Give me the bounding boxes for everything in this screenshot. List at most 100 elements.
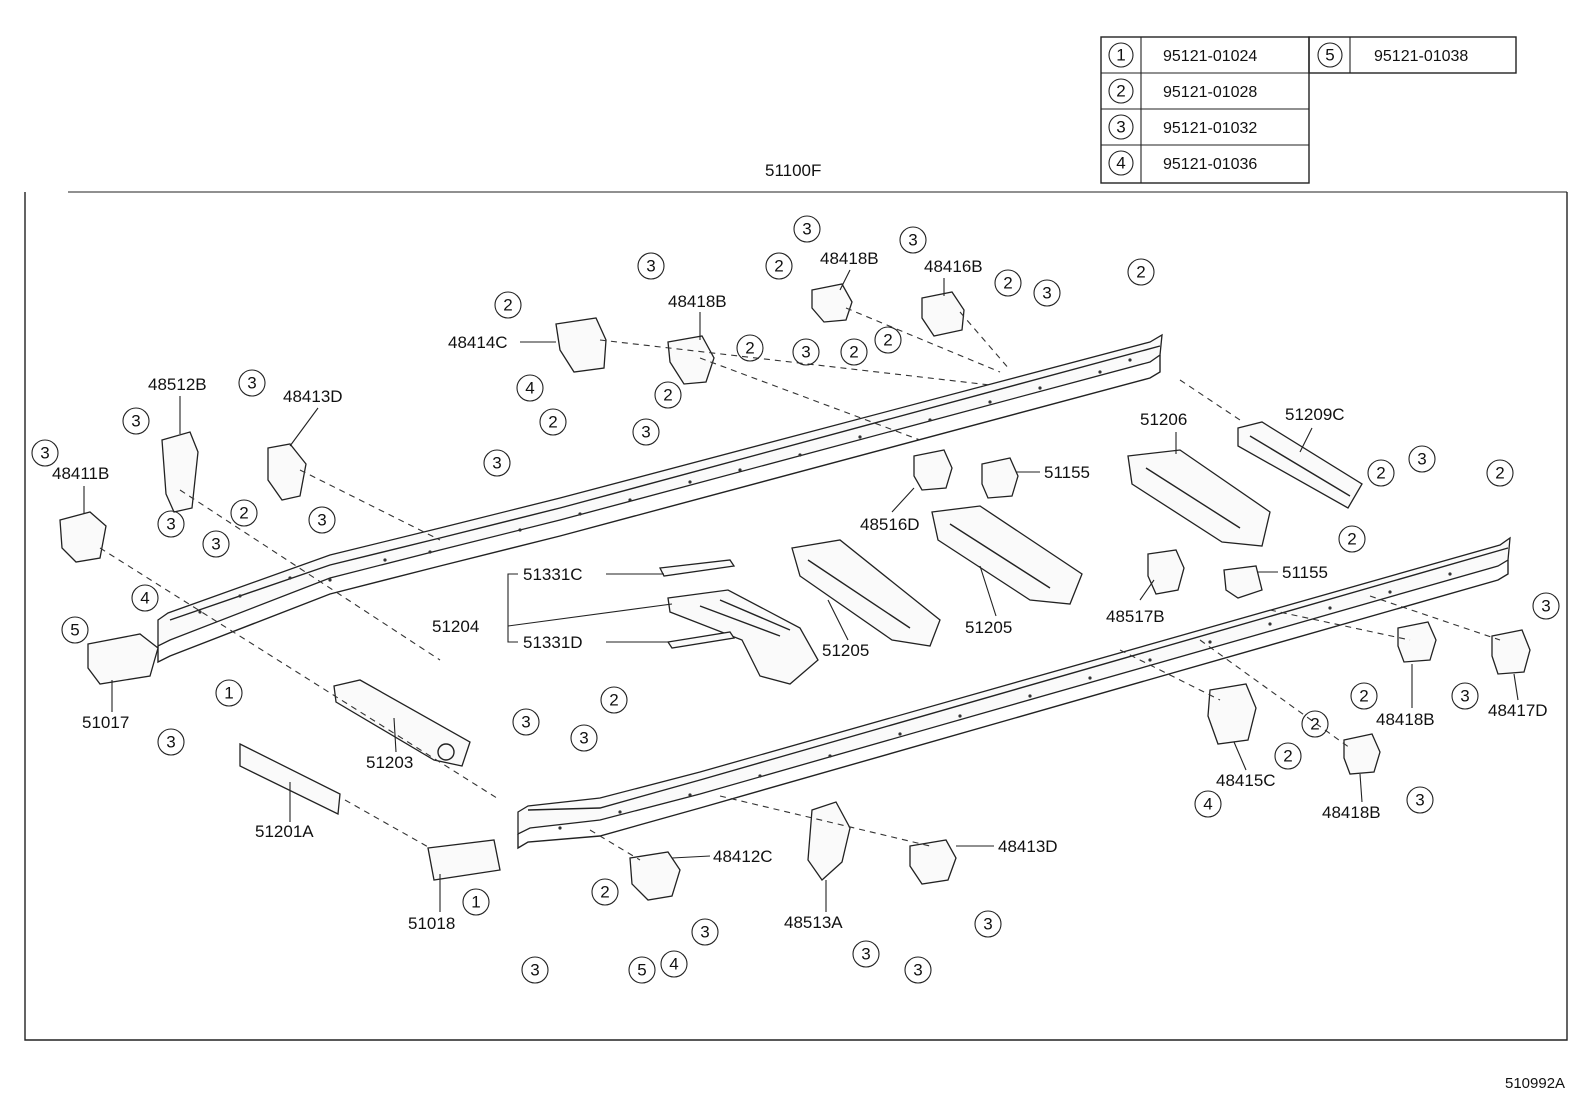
bracket-48416B bbox=[921, 291, 965, 337]
callout-2-c: 2 bbox=[994, 269, 1022, 297]
svg-text:2: 2 bbox=[745, 339, 754, 358]
svg-text:3: 3 bbox=[166, 733, 175, 752]
label-48413D-a: 48413D bbox=[283, 387, 343, 406]
svg-text:1: 1 bbox=[471, 893, 480, 912]
crossmember-51205-b bbox=[931, 505, 1083, 605]
callout-3-a: 3 bbox=[637, 252, 665, 280]
label-48416B: 48416B bbox=[924, 257, 983, 276]
label-51155-a: 51155 bbox=[1044, 463, 1090, 482]
legend-part-1: 95121-01024 bbox=[1163, 48, 1257, 65]
crossmember-51204 bbox=[667, 589, 819, 685]
assembly-label: 51100F bbox=[765, 161, 821, 180]
callout-2-m: 2 bbox=[1367, 459, 1395, 487]
callout-3-h: 3 bbox=[238, 369, 266, 397]
svg-text:3: 3 bbox=[1541, 597, 1550, 616]
callout-4-d: 4 bbox=[1194, 790, 1222, 818]
label-51205-a: 51205 bbox=[822, 641, 869, 660]
legend-part-5: 95121-01038 bbox=[1374, 48, 1468, 65]
svg-text:3: 3 bbox=[247, 374, 256, 393]
bracket-51017 bbox=[87, 633, 159, 685]
label-48418B-d: 48418B bbox=[1322, 803, 1381, 822]
label-48413D-b: 48413D bbox=[998, 837, 1058, 856]
legend-part-3: 95121-01032 bbox=[1163, 120, 1257, 137]
svg-text:5: 5 bbox=[637, 961, 646, 980]
bracket-48413D-b bbox=[909, 839, 957, 885]
left-frame-rail bbox=[157, 333, 1163, 664]
bracket-48413D-a bbox=[267, 443, 307, 501]
svg-text:3: 3 bbox=[317, 511, 326, 530]
label-48418B-c: 48418B bbox=[1376, 710, 1435, 729]
callout-1-b: 1 bbox=[462, 888, 490, 916]
svg-text:3: 3 bbox=[492, 454, 501, 473]
callout-2-g: 2 bbox=[874, 326, 902, 354]
svg-text:2: 2 bbox=[663, 386, 672, 405]
svg-text:3: 3 bbox=[913, 961, 922, 980]
callout-3-k: 3 bbox=[308, 506, 336, 534]
svg-text:3: 3 bbox=[521, 713, 530, 732]
callout-2-n: 2 bbox=[1486, 459, 1514, 487]
svg-text:5: 5 bbox=[70, 621, 79, 640]
callout-3-u: 3 bbox=[974, 910, 1002, 938]
callout-3-r: 3 bbox=[691, 918, 719, 946]
callout-3-i: 3 bbox=[122, 407, 150, 435]
svg-text:3: 3 bbox=[1417, 450, 1426, 469]
label-51203: 51203 bbox=[366, 753, 413, 772]
label-48418B-b: 48418B bbox=[820, 249, 879, 268]
callout-3-y: 3 bbox=[1406, 786, 1434, 814]
callout-4-a: 4 bbox=[516, 374, 544, 402]
callout-5-a: 5 bbox=[61, 616, 89, 644]
legend-key-4: 4 bbox=[1108, 150, 1134, 176]
svg-text:2: 2 bbox=[1495, 464, 1504, 483]
crossmember-51209C bbox=[1237, 421, 1363, 509]
callout-2-r: 2 bbox=[1274, 742, 1302, 770]
callout-2-h: 2 bbox=[654, 381, 682, 409]
callout-3-g: 3 bbox=[483, 449, 511, 477]
plate-51331C bbox=[659, 559, 736, 577]
svg-text:2: 2 bbox=[883, 331, 892, 350]
callout-1-a: 1 bbox=[215, 679, 243, 707]
svg-text:3: 3 bbox=[861, 945, 870, 964]
legend-key-1: 1 bbox=[1108, 42, 1134, 68]
label-51205-b: 51205 bbox=[965, 618, 1012, 637]
svg-text:3: 3 bbox=[641, 423, 650, 442]
crossmember-51205-a bbox=[791, 539, 941, 647]
assembly-frame bbox=[24, 192, 1568, 1041]
bracket-48418B-d bbox=[1343, 733, 1381, 775]
label-48516D: 48516D bbox=[860, 515, 920, 534]
label-leaders bbox=[83, 269, 1519, 912]
right-frame-rail bbox=[517, 536, 1511, 850]
svg-text:3: 3 bbox=[801, 343, 810, 362]
callout-3-v: 3 bbox=[1408, 445, 1436, 473]
diagram-code: 510992A bbox=[1505, 1075, 1565, 1092]
callout-3-o: 3 bbox=[512, 708, 540, 736]
svg-text:4: 4 bbox=[140, 589, 149, 608]
legend-key-3: 3 bbox=[1108, 114, 1134, 140]
svg-text:2: 2 bbox=[1347, 530, 1356, 549]
callout-2-d: 2 bbox=[1127, 258, 1155, 286]
legend-part-2: 95121-01028 bbox=[1163, 84, 1257, 101]
callout-2-i: 2 bbox=[539, 408, 567, 436]
svg-text:2: 2 bbox=[774, 257, 783, 276]
svg-text:3: 3 bbox=[530, 961, 539, 980]
assembly-dashed-lines bbox=[99, 307, 1501, 861]
callout-2-a: 2 bbox=[494, 291, 522, 319]
callout-4-b: 4 bbox=[131, 584, 159, 612]
label-51204: 51204 bbox=[432, 617, 479, 636]
callout-3-j: 3 bbox=[31, 439, 59, 467]
label-48414C: 48414C bbox=[448, 333, 508, 352]
bracket-48415C bbox=[1207, 683, 1257, 745]
label-48415C: 48415C bbox=[1216, 771, 1276, 790]
legend-table: 1 95121-01024 2 95121-01028 3 95121-0103… bbox=[1100, 36, 1517, 184]
crossmember-51206 bbox=[1127, 449, 1271, 547]
label-48512B: 48512B bbox=[148, 375, 207, 394]
bracket-48411B bbox=[59, 511, 107, 563]
svg-text:4: 4 bbox=[1116, 154, 1125, 173]
callout-3-n: 3 bbox=[157, 728, 185, 756]
bracket-48417D bbox=[1491, 629, 1531, 675]
label-51201A: 51201A bbox=[255, 822, 314, 841]
callout-3-t: 3 bbox=[904, 956, 932, 984]
svg-text:2: 2 bbox=[1003, 274, 1012, 293]
label-51331D: 51331D bbox=[523, 633, 583, 652]
svg-text:4: 4 bbox=[1203, 795, 1212, 814]
svg-text:3: 3 bbox=[802, 220, 811, 239]
